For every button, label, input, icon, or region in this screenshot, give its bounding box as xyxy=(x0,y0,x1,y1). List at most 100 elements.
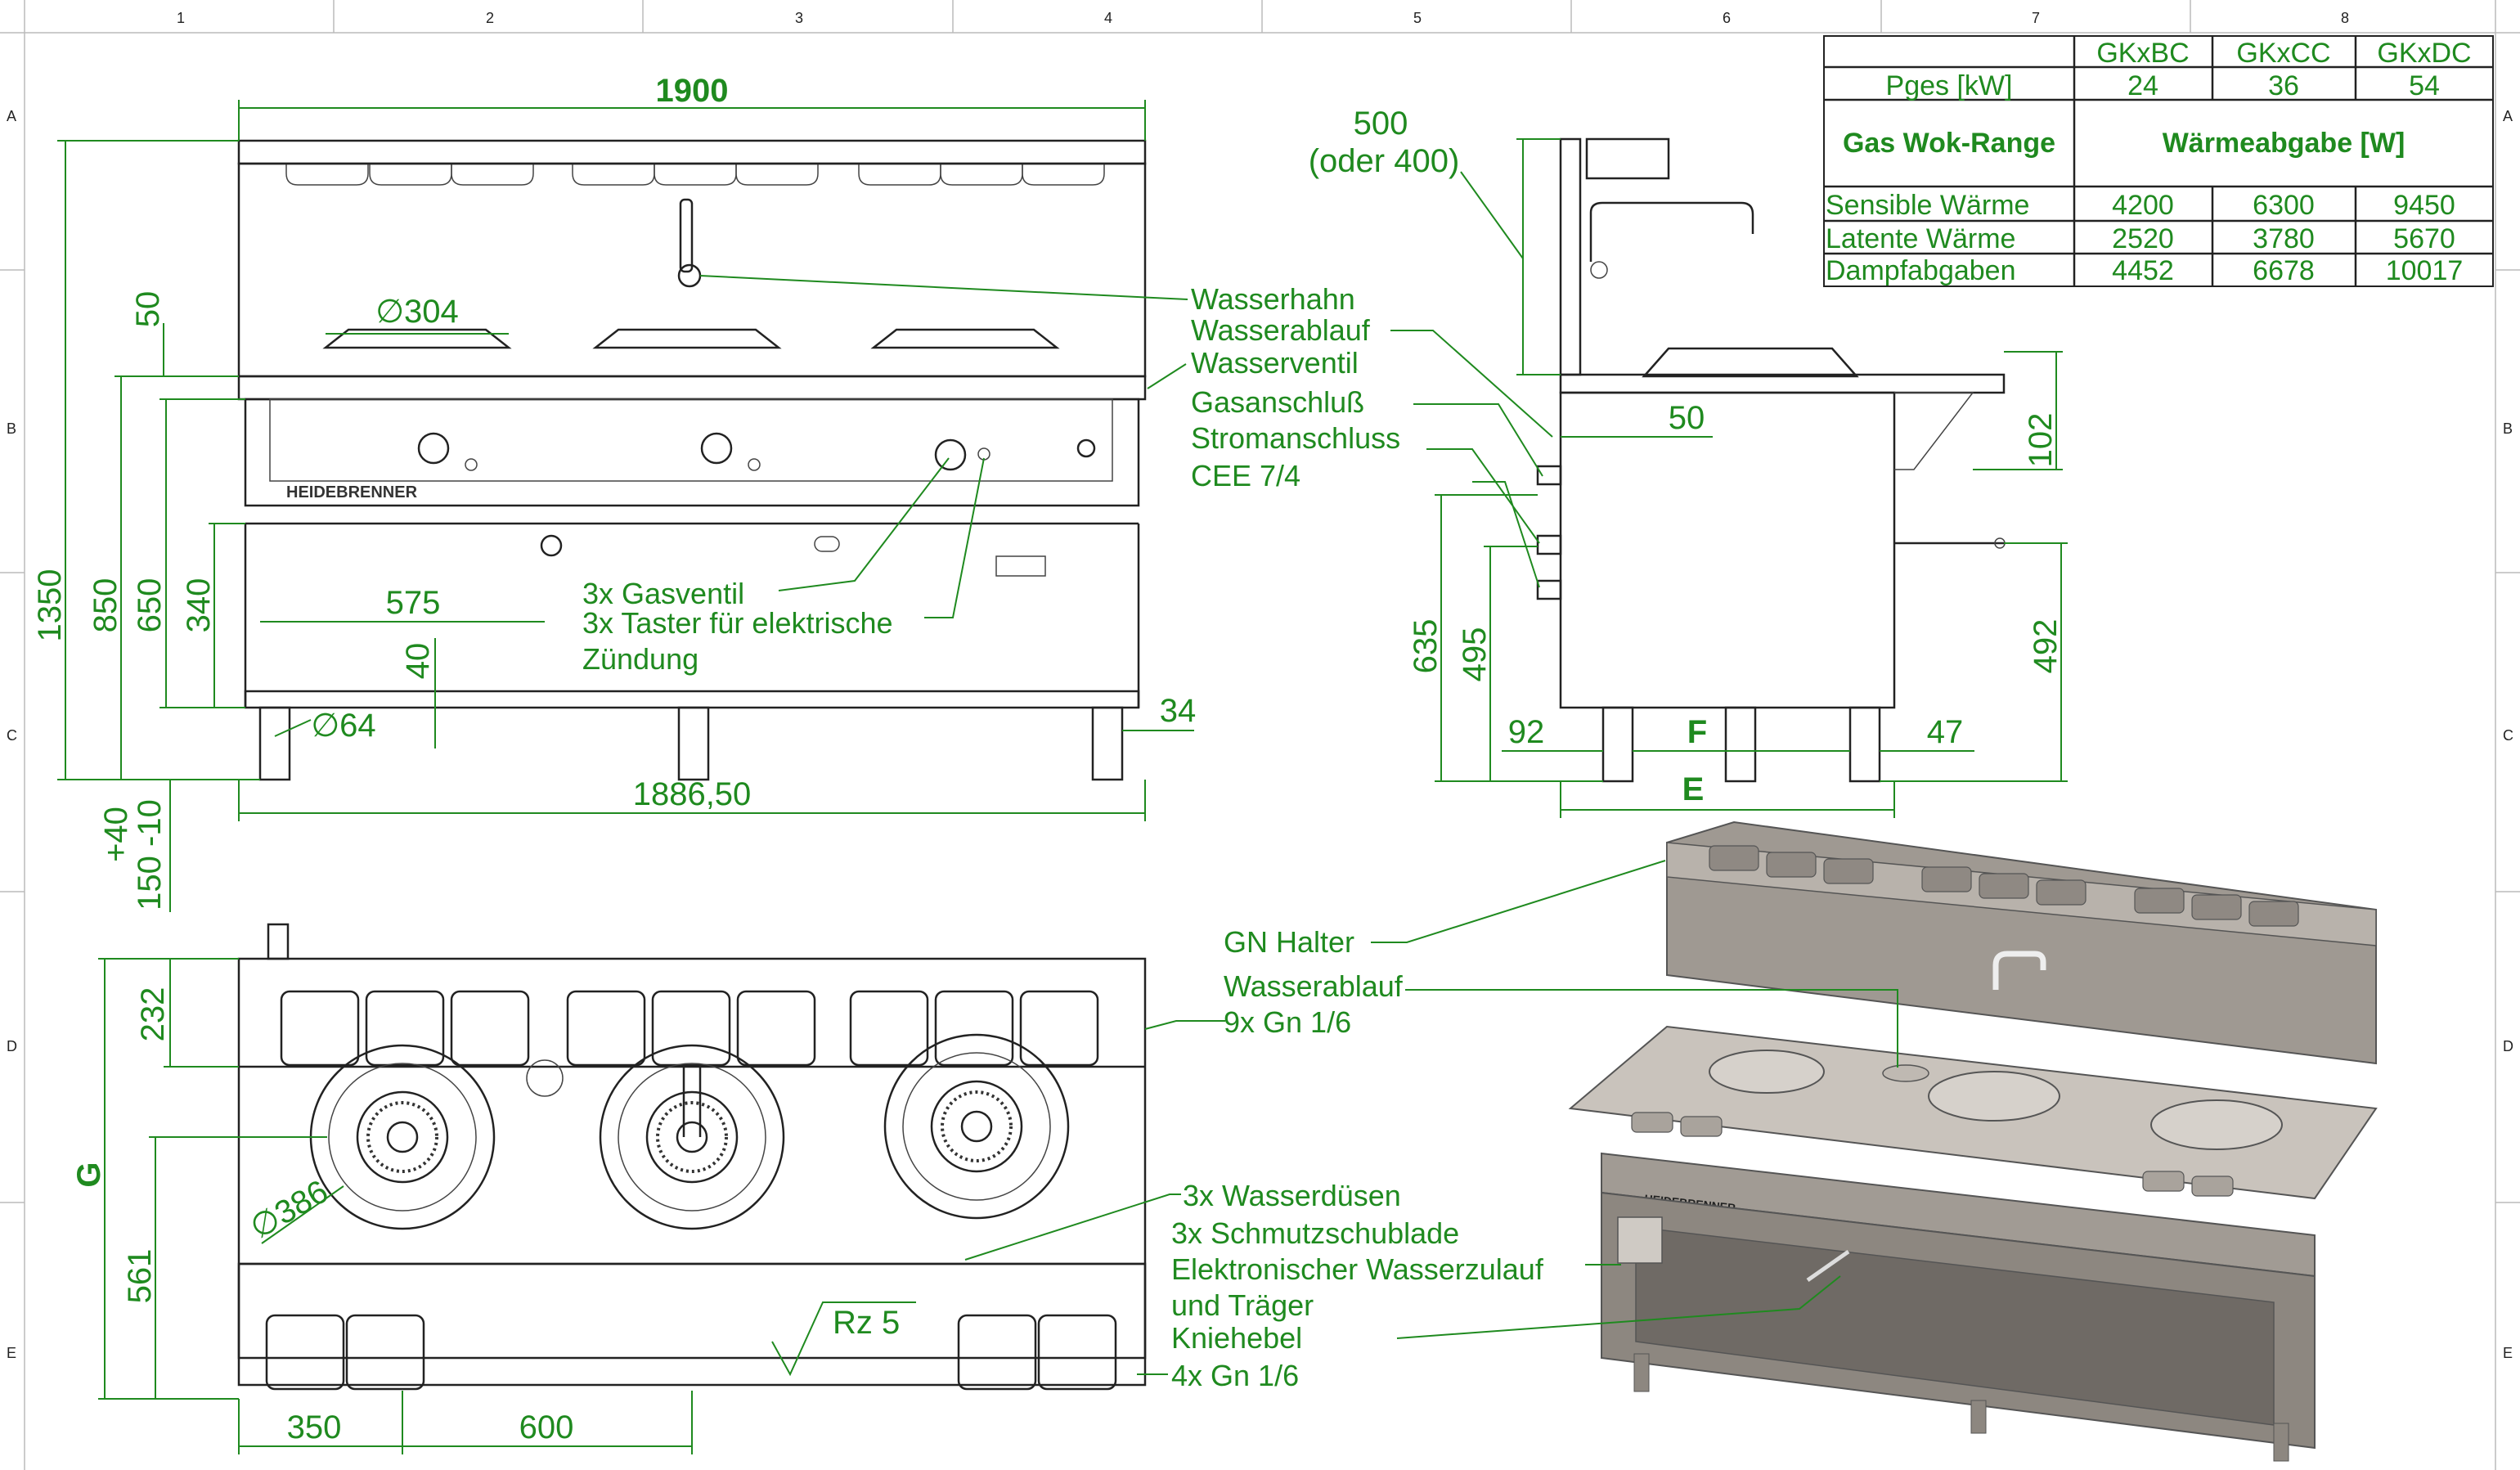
table-row-3-label: Dampfabgaben xyxy=(1826,255,2016,286)
dim-top-g: G xyxy=(71,1162,107,1187)
dim-top-350: 350 xyxy=(287,1409,342,1445)
faucet-icon xyxy=(679,198,694,273)
roughness-label: Rz 5 xyxy=(833,1305,900,1341)
dim-top-561: 561 xyxy=(122,1249,158,1304)
zone-col-4: 4 xyxy=(1104,10,1112,26)
dim-width-bottom: 1886,50 xyxy=(633,776,752,812)
isometric-view: HEIDEBRENNER xyxy=(1371,820,2378,1462)
dim-leg-adjust-plus: +40 xyxy=(98,807,134,862)
table-group-label: Wärmeabgabe [W] xyxy=(2163,128,2405,159)
zone-row-e: E xyxy=(7,1345,16,1361)
top-view: 232 G 561 ∅386 350 600 Rz 5 xyxy=(71,923,1225,1454)
table-row-3-v3: 10017 xyxy=(2386,255,2464,286)
callout-traeger: und Träger xyxy=(1171,1288,1314,1322)
table-row-3-v2: 6678 xyxy=(2253,255,2315,286)
callout-schmutz: 3x Schmutzschublade xyxy=(1171,1216,1459,1250)
front-brand-label: HEIDEBRENNER xyxy=(286,483,418,501)
callout-wasserzulauf: Elektronischer Wasserzulauf xyxy=(1171,1252,1544,1286)
dim-side-f: F xyxy=(1687,714,1707,750)
zone-col-2: 2 xyxy=(486,10,494,26)
zone-col-8: 8 xyxy=(2341,10,2349,26)
table-row-3-v1: 4452 xyxy=(2112,255,2174,286)
table-row-1-v1: 4200 xyxy=(2112,190,2174,221)
dim-side-635: 635 xyxy=(1408,619,1444,674)
callout-wasserablauf-iso: Wasserablauf xyxy=(1224,969,1404,1003)
dim-side-500-alt: (oder 400) xyxy=(1309,143,1460,179)
dim-burner-dia-front: ∅304 xyxy=(375,294,459,330)
dim-height-total: 1350 xyxy=(32,569,68,642)
dim-height-340: 340 xyxy=(181,578,217,633)
zone-row-d-right: D xyxy=(2503,1038,2513,1054)
callout-taster: 3x Taster für elektrische xyxy=(582,606,893,640)
callout-wasserablauf: Wasserablauf xyxy=(1191,313,1371,347)
dim-width-total: 1900 xyxy=(656,73,729,109)
zone-row-a: A xyxy=(7,108,16,124)
zone-row-e-right: E xyxy=(2503,1345,2513,1361)
zone-col-6: 6 xyxy=(1723,10,1731,26)
zone-col-1: 1 xyxy=(177,10,185,26)
table-range-label: Gas Wok-Range xyxy=(1843,128,2055,159)
table-pges-label: Pges [kW] xyxy=(1886,70,2013,101)
gas-valve-knob-1-icon xyxy=(417,432,450,465)
table-pges-1: 24 xyxy=(2127,70,2158,101)
callout-gasventil: 3x Gasventil xyxy=(582,577,744,610)
dim-leg-adjust-range: 150 -10 xyxy=(132,799,168,910)
dim-top-burner-dia: ∅386 xyxy=(245,1173,335,1246)
front-view: HEIDEBRENNER 1900 1886,50 1350 850 650 xyxy=(32,73,1196,912)
callout-cee: CEE 7/4 xyxy=(1191,459,1300,492)
burner-2-icon xyxy=(599,1044,785,1230)
callout-gasanschluss: Gasanschluß xyxy=(1191,385,1364,419)
callout-wasserhahn: Wasserhahn xyxy=(1191,282,1355,316)
dim-side-500: 500 xyxy=(1354,106,1408,142)
table-row-2-v2: 3780 xyxy=(2253,223,2315,254)
burner-3-icon xyxy=(883,1033,1070,1220)
dim-top-600: 600 xyxy=(519,1409,574,1445)
dim-side-50: 50 xyxy=(1669,400,1705,436)
dim-side-102: 102 xyxy=(2023,413,2059,468)
dim-side-92: 92 xyxy=(1508,714,1545,750)
dim-leg-dia: ∅64 xyxy=(311,708,375,744)
table-row-2-v3: 5670 xyxy=(2393,223,2455,254)
table-row-2-v1: 2520 xyxy=(2112,223,2174,254)
table-model-3: GKxDC xyxy=(2377,38,2471,69)
zone-row-b: B xyxy=(7,420,16,437)
zone-row-c-right: C xyxy=(2503,727,2513,744)
side-view: 500 (oder 400) 50 102 635 495 492 92 F 4… xyxy=(1309,106,2068,818)
callout-kniehebel: Kniehebel xyxy=(1171,1321,1302,1355)
dim-height-50: 50 xyxy=(130,291,166,328)
dim-height-650: 650 xyxy=(132,578,168,633)
zone-row-c: C xyxy=(7,727,17,744)
dim-34: 34 xyxy=(1160,693,1197,729)
callout-wasserventil: Wasserventil xyxy=(1191,346,1359,380)
table-pges-2: 36 xyxy=(2268,70,2299,101)
callout-gn-9x: 9x Gn 1/6 xyxy=(1224,1005,1351,1039)
zone-row-a-right: A xyxy=(2503,108,2513,124)
dim-top-232: 232 xyxy=(135,987,171,1042)
zone-row-d: D xyxy=(7,1038,17,1054)
burner-1-icon xyxy=(309,1044,496,1230)
gas-valve-knob-3-icon xyxy=(934,438,967,471)
table-model-1: GKxBC xyxy=(2096,38,2189,69)
callout-gn-halter: GN Halter xyxy=(1224,925,1354,959)
table-row-1-v3: 9450 xyxy=(2393,190,2455,221)
table-row-2-label: Latente Wärme xyxy=(1826,223,2015,254)
zone-row-b-right: B xyxy=(2503,420,2513,437)
callout-labels: Wasserhahn Wasserablauf Wasserventil Gas… xyxy=(582,282,1544,1392)
dim-pos-575: 575 xyxy=(386,585,441,621)
zone-col-7: 7 xyxy=(2032,10,2040,26)
table-pges-3: 54 xyxy=(2409,70,2440,101)
dim-40: 40 xyxy=(400,643,436,680)
callout-stromanschluss: Stromanschluss xyxy=(1191,421,1400,455)
dim-height-counter: 850 xyxy=(88,578,124,633)
dim-side-e: E xyxy=(1682,771,1705,807)
table-model-2: GKxCC xyxy=(2236,38,2330,69)
table-row-1-label: Sensible Wärme xyxy=(1826,190,2029,221)
spec-table: GKxBC GKxCC GKxDC Pges [kW] 24 36 54 Gas… xyxy=(1823,35,2494,287)
dim-side-47: 47 xyxy=(1927,714,1964,750)
table-row-1-v2: 6300 xyxy=(2253,190,2315,221)
zone-col-5: 5 xyxy=(1413,10,1422,26)
side-faucet-icon xyxy=(1589,201,1754,234)
dim-side-492: 492 xyxy=(2028,619,2064,674)
